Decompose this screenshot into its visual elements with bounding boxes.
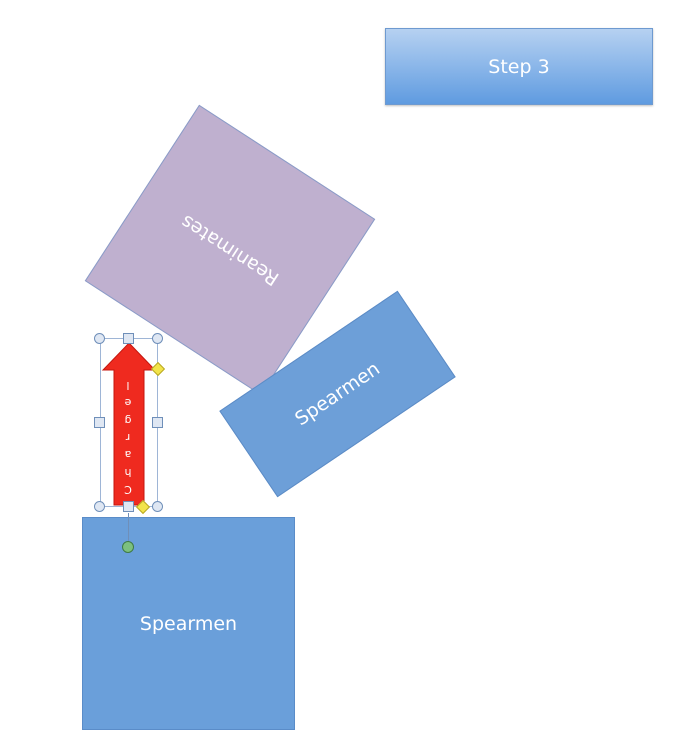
rotation-handle[interactable] [122, 541, 134, 553]
resize-handle-top[interactable] [123, 333, 134, 344]
step-3-box[interactable]: Step 3 [385, 28, 653, 105]
spearmen-bottom-shape[interactable]: Spearmen [82, 517, 295, 730]
step-3-label: Step 3 [488, 55, 550, 78]
resize-handle-top-left[interactable] [94, 333, 105, 344]
selection-box [100, 338, 158, 507]
resize-handle-bottom-right[interactable] [152, 501, 163, 512]
spearmen-rotated-label: Spearmen [291, 357, 384, 431]
rotation-handle-stem [128, 513, 129, 543]
spearmen-bottom-label: Spearmen [139, 612, 238, 635]
reanimates-label: Reanimates [176, 210, 284, 290]
resize-handle-right[interactable] [152, 417, 163, 428]
resize-handle-bottom[interactable] [123, 501, 134, 512]
resize-handle-bottom-left[interactable] [94, 501, 105, 512]
resize-handle-top-right[interactable] [152, 333, 163, 344]
resize-handle-left[interactable] [94, 417, 105, 428]
